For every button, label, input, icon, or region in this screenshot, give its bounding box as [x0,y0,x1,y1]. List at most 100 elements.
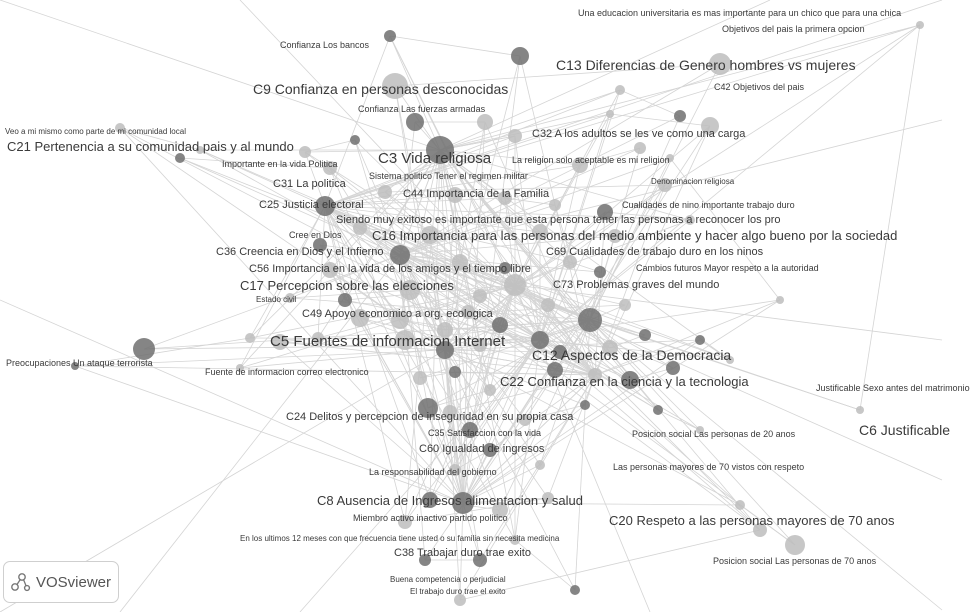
network-node[interactable] [658,178,672,192]
network-node[interactable] [535,460,545,470]
network-node[interactable] [426,136,454,164]
network-node[interactable] [395,330,415,350]
network-node[interactable] [400,280,420,300]
network-node[interactable] [572,157,588,173]
network-node[interactable] [492,317,508,333]
network-node[interactable] [272,334,288,350]
network-node[interactable] [511,47,529,65]
network-node[interactable] [436,341,454,359]
network-node[interactable] [350,135,360,145]
network-node[interactable] [597,204,613,220]
network-node[interactable] [553,345,567,359]
network-node[interactable] [390,245,410,265]
network-node[interactable] [653,405,663,415]
network-node[interactable] [532,224,548,240]
network-node[interactable] [492,502,508,518]
network-node[interactable] [443,405,457,419]
network-node[interactable] [473,338,487,352]
network-node[interactable] [421,226,439,244]
network-node[interactable] [531,331,549,349]
network-node[interactable] [563,255,577,269]
network-node[interactable] [378,185,392,199]
network-node[interactable] [313,238,327,252]
network-node[interactable] [196,146,204,154]
network-node[interactable] [175,153,185,163]
network-node[interactable] [449,464,461,476]
network-node[interactable] [71,362,79,370]
network-node[interactable] [856,406,864,414]
network-node[interactable] [323,161,337,175]
network-node[interactable] [133,338,155,360]
network-node[interactable] [437,322,453,338]
network-node[interactable] [547,362,563,378]
network-node[interactable] [588,368,602,382]
network-node[interactable] [473,553,487,567]
network-node[interactable] [615,85,625,95]
network-node[interactable] [452,254,468,270]
network-node[interactable] [245,333,255,343]
network-node[interactable] [351,309,369,327]
network-node[interactable] [785,535,805,555]
network-node[interactable] [406,113,424,131]
network-node[interactable] [916,21,924,29]
network-node[interactable] [753,523,767,537]
network-node[interactable] [510,535,520,545]
network-node[interactable] [606,110,614,118]
network-node[interactable] [419,554,431,566]
network-node[interactable] [639,329,651,341]
network-node[interactable] [285,293,295,303]
network-node[interactable] [461,305,475,319]
network-node[interactable] [519,414,531,426]
network-node[interactable] [449,366,461,378]
network-node[interactable] [608,229,622,243]
network-node[interactable] [236,364,244,372]
network-node[interactable] [312,332,324,344]
network-node[interactable] [484,384,496,396]
network-node[interactable] [315,196,335,216]
network-node[interactable] [634,142,646,154]
network-node[interactable] [413,371,427,385]
network-node[interactable] [473,289,487,303]
network-node[interactable] [338,293,352,307]
network-node[interactable] [454,594,466,606]
network-node[interactable] [299,146,311,158]
network-node[interactable] [701,117,719,135]
network-node[interactable] [504,274,526,296]
network-node[interactable] [384,30,396,42]
network-node[interactable] [776,296,784,304]
network-node[interactable] [391,311,409,329]
network-node[interactable] [549,199,561,211]
network-node[interactable] [498,191,512,205]
network-node[interactable] [685,215,695,225]
network-node[interactable] [499,262,511,274]
network-node[interactable] [695,335,705,345]
network-node[interactable] [447,187,463,203]
network-node[interactable] [580,400,590,410]
network-node[interactable] [452,492,474,514]
network-node[interactable] [666,154,674,162]
network-node[interactable] [508,129,522,143]
network-node[interactable] [621,371,639,389]
network-node[interactable] [115,123,125,133]
network-node[interactable] [666,361,680,375]
network-node[interactable] [382,73,408,99]
network-node[interactable] [398,515,412,529]
network-node[interactable] [594,266,606,278]
network-node[interactable] [542,492,554,504]
network-node[interactable] [578,308,602,332]
network-node[interactable] [462,422,478,438]
network-node[interactable] [726,356,734,364]
network-node[interactable] [418,398,438,418]
network-node[interactable] [483,443,497,457]
network-node[interactable] [696,426,704,434]
network-node[interactable] [709,53,731,75]
network-node[interactable] [541,298,555,312]
network-node[interactable] [674,110,686,122]
network-node[interactable] [353,221,367,235]
network-node[interactable] [422,492,438,508]
network-node[interactable] [322,262,338,278]
network-node[interactable] [477,114,493,130]
network-node[interactable] [619,299,631,311]
network-node[interactable] [735,500,745,510]
network-node[interactable] [570,585,580,595]
